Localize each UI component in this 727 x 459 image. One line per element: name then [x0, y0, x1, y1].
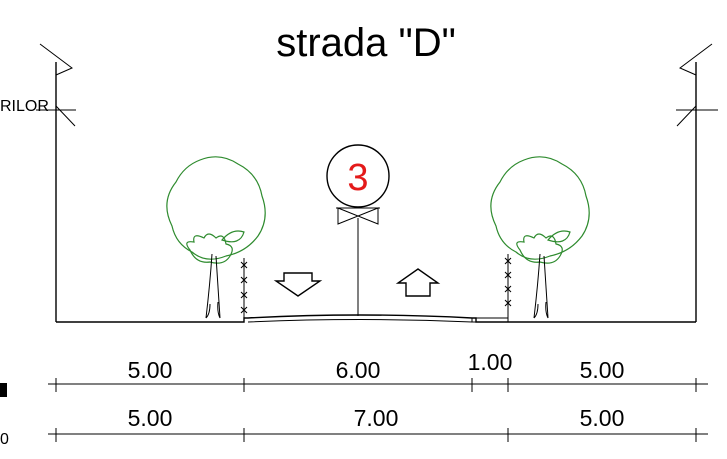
street-lamp-icon	[336, 207, 380, 316]
right-fence	[504, 254, 512, 318]
left-building-wall	[36, 43, 76, 322]
dim-row2-carriageway: 7.00	[354, 405, 399, 431]
dim-row1-left: 5.00	[128, 357, 173, 383]
dim-row2-right: 5.00	[580, 405, 625, 431]
road-profile	[56, 314, 696, 323]
left-edge-fragment: 0	[0, 431, 9, 448]
badge-circle	[326, 144, 390, 208]
arrow-up-icon	[395, 268, 441, 297]
right-building-wall	[676, 43, 718, 322]
left-fence	[240, 258, 248, 318]
left-edge-label: RILOR	[0, 98, 49, 115]
badge-number: 3	[347, 157, 368, 199]
right-tree-icon	[490, 156, 590, 319]
left-edge-marker	[0, 383, 7, 397]
section-title: strada "D"	[276, 21, 456, 65]
arrow-down-icon	[273, 272, 323, 297]
dimension-line-row1	[48, 378, 708, 392]
dim-row1-carriageway: 6.00	[336, 357, 381, 383]
dim-row1-right: 5.00	[580, 357, 625, 383]
dimension-line-row2	[48, 428, 708, 442]
dim-row2-left: 5.00	[128, 405, 173, 431]
dim-row1-curb: 1.00	[468, 349, 513, 375]
left-tree-icon	[166, 156, 266, 319]
